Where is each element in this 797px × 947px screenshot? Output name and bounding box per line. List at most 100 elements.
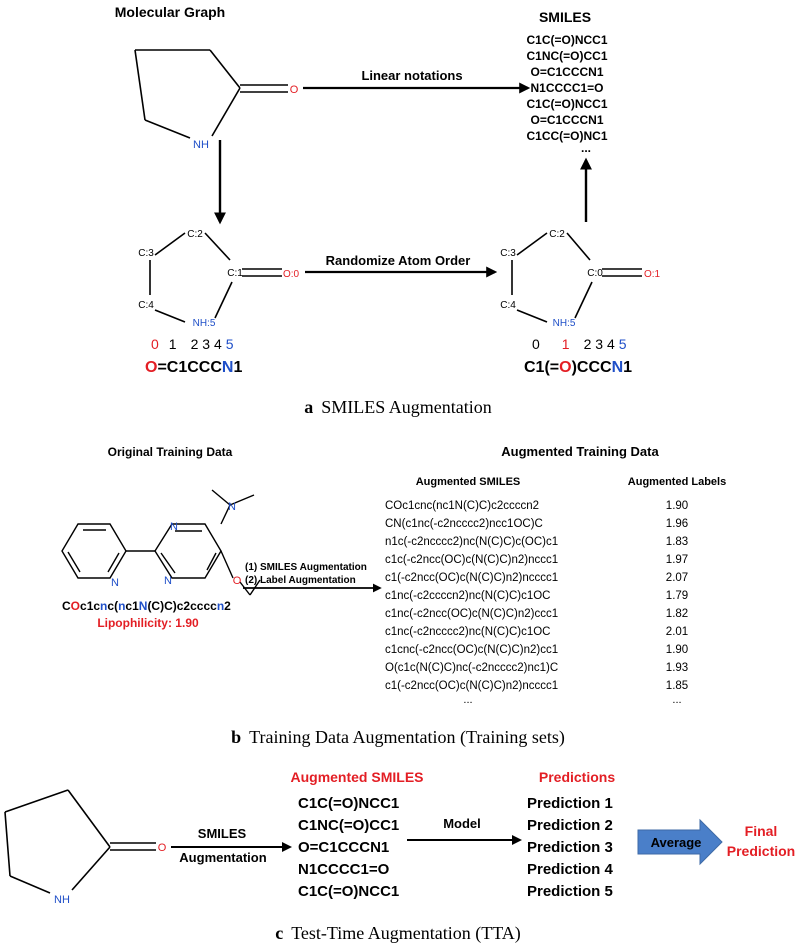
smiles-item: C1C(=O)NCC1 (526, 33, 607, 47)
molecule-c (4, 789, 156, 894)
arrow-label-top: SMILES (198, 826, 247, 841)
atom-nh: NH (193, 139, 209, 151)
tta-smiles-item: C1C(=O)NCC1 (298, 795, 399, 812)
atom-nh5: NH:5 (193, 318, 216, 329)
smiles-part: N (222, 359, 234, 376)
smiles-part: N (612, 359, 624, 376)
augmented-smiles-cell: c1(-c2ncc(OC)c(N(C)C)n2)ncccc1 (385, 680, 558, 692)
smiles-part: n (118, 599, 125, 613)
smiles-item: C1NC(=O)CC1 (526, 49, 607, 63)
augmented-smiles-cell: c1nc(-c2ccccn2)nc(N(C)C)c1OC (385, 590, 551, 602)
atom-n: N (228, 501, 236, 513)
atom-c2: C:2 (549, 229, 565, 240)
caption-text: Training Data Augmentation (Training set… (249, 727, 565, 748)
augmented-smiles-cell: COc1cnc(nc1N(C)C)c2ccccn2 (385, 500, 539, 512)
average-arrow (637, 818, 723, 866)
smiles-title: SMILES (539, 9, 591, 25)
step-label-augmentation: (2) Label Augmentation (245, 575, 356, 586)
augmented-smiles-cell: c1(-c2ncc(OC)c(N(C)C)n2)ncccc1 (385, 572, 558, 584)
smiles-part: 2 (224, 599, 231, 613)
smiles-part: O (559, 359, 571, 376)
atom-n: N (111, 577, 119, 589)
atom-c0: C:0 (587, 268, 603, 279)
atom-o: O (158, 842, 167, 854)
augmented-training-title: Augmented Training Data (501, 444, 659, 459)
prediction-item: Prediction 4 (527, 861, 614, 878)
caption-b: b Training Data Augmentation (Training se… (231, 727, 565, 748)
augmented-label-cell: 1.97 (666, 554, 688, 566)
caption-letter: a (304, 397, 313, 417)
atom-nh5: NH:5 (553, 318, 576, 329)
panel-c: O NH SMILES Augmentation Augmented SMILE… (4, 769, 795, 944)
augmented-label-cell: 1.96 (666, 518, 688, 530)
index: 0 (532, 336, 540, 352)
caption-a: a SMILES Augmentation (304, 397, 492, 417)
prediction-item: Prediction 5 (527, 883, 613, 900)
smiles-part: O (145, 359, 157, 376)
molecule-top (134, 49, 288, 139)
panel-b: Original Training Data Augmented Trainin… (61, 444, 726, 748)
augmented-table: COc1cnc(nc1N(C)C)c2ccccn2 1.90 CN(c1nc(-… (385, 500, 688, 706)
atom-o0: O:0 (283, 269, 300, 280)
augmented-smiles-cell: O(c1c(N(C)C)nc(-c2ncccc2)nc1)C (385, 662, 558, 674)
smiles-part: C (62, 599, 71, 613)
smiles-ellipsis: ... (581, 141, 591, 155)
tta-smiles-item: C1NC(=O)CC1 (298, 817, 399, 834)
augmented-smiles-cell: n1c(-c2ncccc2)nc(N(C)C)c(OC)c1 (385, 536, 558, 548)
augmented-label-cell: 1.90 (666, 500, 688, 512)
augmented-label-cell: 1.79 (666, 590, 688, 602)
augmented-label-cell: 1.93 (666, 662, 688, 674)
atom-c3: C:3 (138, 248, 154, 259)
left-smiles: O=C1CCCN1 (145, 359, 242, 376)
smiles-item: O=C1CCCN1 (530, 65, 603, 79)
index: 1 (562, 336, 570, 352)
tta-smiles-item: C1C(=O)NCC1 (298, 883, 399, 900)
smiles-part: c1 (125, 599, 139, 613)
augmented-label-cell: 2.01 (666, 626, 688, 638)
index: 1 (169, 336, 177, 352)
caption-c: c Test-Time Augmentation (TTA) (275, 923, 521, 944)
smiles-part: )CCC (572, 359, 612, 376)
augmented-smiles-heading: Augmented SMILES (290, 769, 423, 785)
smiles-item: N1CCCC1=O (530, 81, 603, 95)
augmented-smiles-cell: CN(c1nc(-c2ncccc2)ncc1OC)C (385, 518, 543, 530)
smiles-part: N (139, 599, 148, 613)
smiles-part: =C1CCC (157, 359, 222, 376)
smiles-item: C1CC(=O)NC1 (526, 129, 607, 143)
smiles-ellipsis: ... (463, 694, 472, 706)
atom-c4: C:4 (500, 300, 516, 311)
smiles-part: 1 (623, 359, 632, 376)
lipophilicity-label: Lipophilicity: 1.90 (97, 616, 199, 630)
molecule-original (61, 489, 261, 596)
smiles-part: c1c (80, 599, 100, 613)
atom-c1: C:1 (227, 268, 243, 279)
final-label-2: Prediction (727, 843, 795, 859)
prediction-item: Prediction 1 (527, 795, 613, 812)
augmented-label-cell: 1.85 (666, 680, 688, 692)
index: 5 (226, 336, 234, 352)
augmented-label-cell: 2.07 (666, 572, 688, 584)
index: 2 3 4 (191, 336, 222, 352)
augmented-smiles-cell: c1nc(-c2ncc(OC)c(N(C)C)n2)ccc1 (385, 608, 558, 620)
molecule-right (511, 232, 642, 323)
index: 2 3 4 (584, 336, 615, 352)
augmented-smiles-cell: c1c(-c2ncc(OC)c(N(C)C)n2)nccc1 (385, 554, 558, 566)
augmented-smiles-cell: c1cnc(-c2ncc(OC)c(N(C)C)n2)cc1 (385, 644, 558, 656)
caption-letter: c (275, 923, 283, 943)
tta-smiles-item: O=C1CCCN1 (298, 839, 389, 856)
panel-a: Molecular Graph SMILES O NH Linear notat… (115, 4, 661, 417)
caption-letter: b (231, 727, 241, 747)
linear-notations-label: Linear notations (361, 68, 462, 83)
right-smiles: C1(=O)CCCN1 (524, 359, 632, 376)
caption-text: Test-Time Augmentation (TTA) (291, 923, 521, 944)
prediction-item: Prediction 2 (527, 817, 613, 834)
smiles-part: O (71, 599, 80, 613)
augmented-smiles-cell: c1nc(-c2ncccc2)nc(N(C)C)c1OC (385, 626, 551, 638)
caption-text: SMILES Augmentation (321, 397, 492, 417)
augmented-label-cell: 1.83 (666, 536, 688, 548)
molecule-left (149, 232, 282, 323)
smiles-part: n (100, 599, 107, 613)
arrow-label-bottom: Augmentation (179, 850, 266, 865)
smiles-item: C1C(=O)NCC1 (526, 97, 607, 111)
